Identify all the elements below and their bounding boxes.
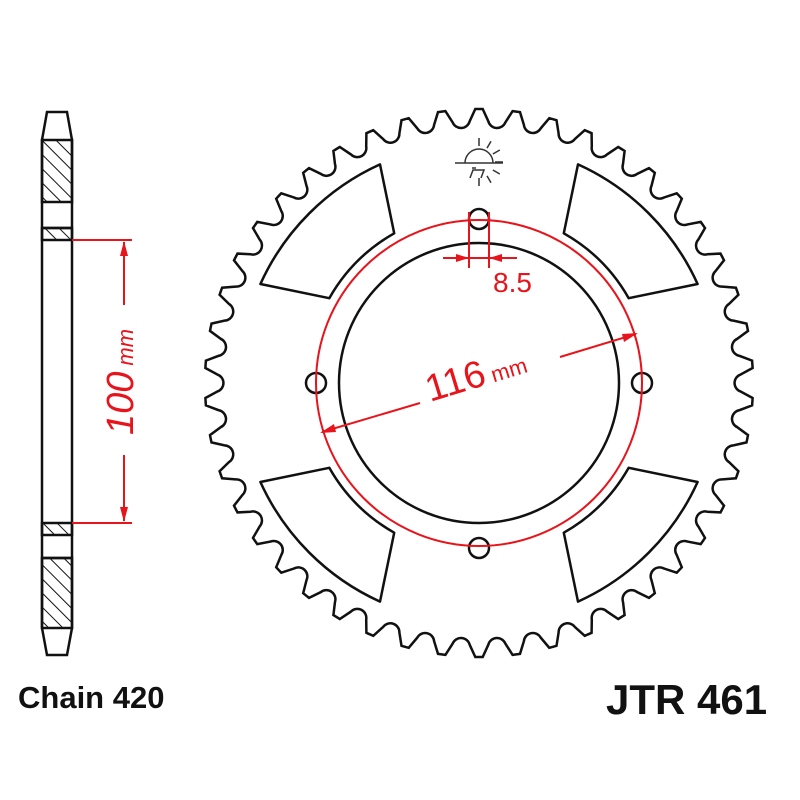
pcd-label: 116mm <box>420 340 531 410</box>
rising-sun-logo-icon <box>455 138 503 186</box>
bolt-hole-bottom <box>467 536 491 560</box>
hatch-bottom <box>40 556 74 630</box>
logo-ray <box>486 175 492 184</box>
hatch-top <box>40 138 74 204</box>
sprocket-teeth-outline <box>204 107 754 659</box>
center-height-label: 100mm <box>100 329 142 435</box>
lightening-slot-2 <box>562 466 699 603</box>
logo-ray <box>486 140 492 149</box>
side-view <box>40 110 74 657</box>
sprocket-front-view <box>204 107 754 659</box>
hatch-hub-bottom <box>40 521 74 537</box>
logo-ray <box>492 149 501 155</box>
bolt-hole-label: 8.5 <box>493 267 532 298</box>
center-bore <box>337 241 621 525</box>
lightening-slot-3 <box>259 466 396 603</box>
side-outline <box>40 110 74 657</box>
part-number-label: JTR 461 <box>606 676 768 723</box>
hatch-hub-top <box>40 226 74 242</box>
chain-label: Chain 420 <box>18 680 165 715</box>
height-dimension <box>72 239 132 524</box>
logo-ray <box>492 169 501 175</box>
lightening-slot-1 <box>562 163 699 300</box>
pcd-dimension <box>315 219 643 547</box>
bolt-hole-dimension <box>443 212 517 268</box>
lightening-slot-4 <box>259 163 396 300</box>
pitch-circle <box>315 219 643 547</box>
